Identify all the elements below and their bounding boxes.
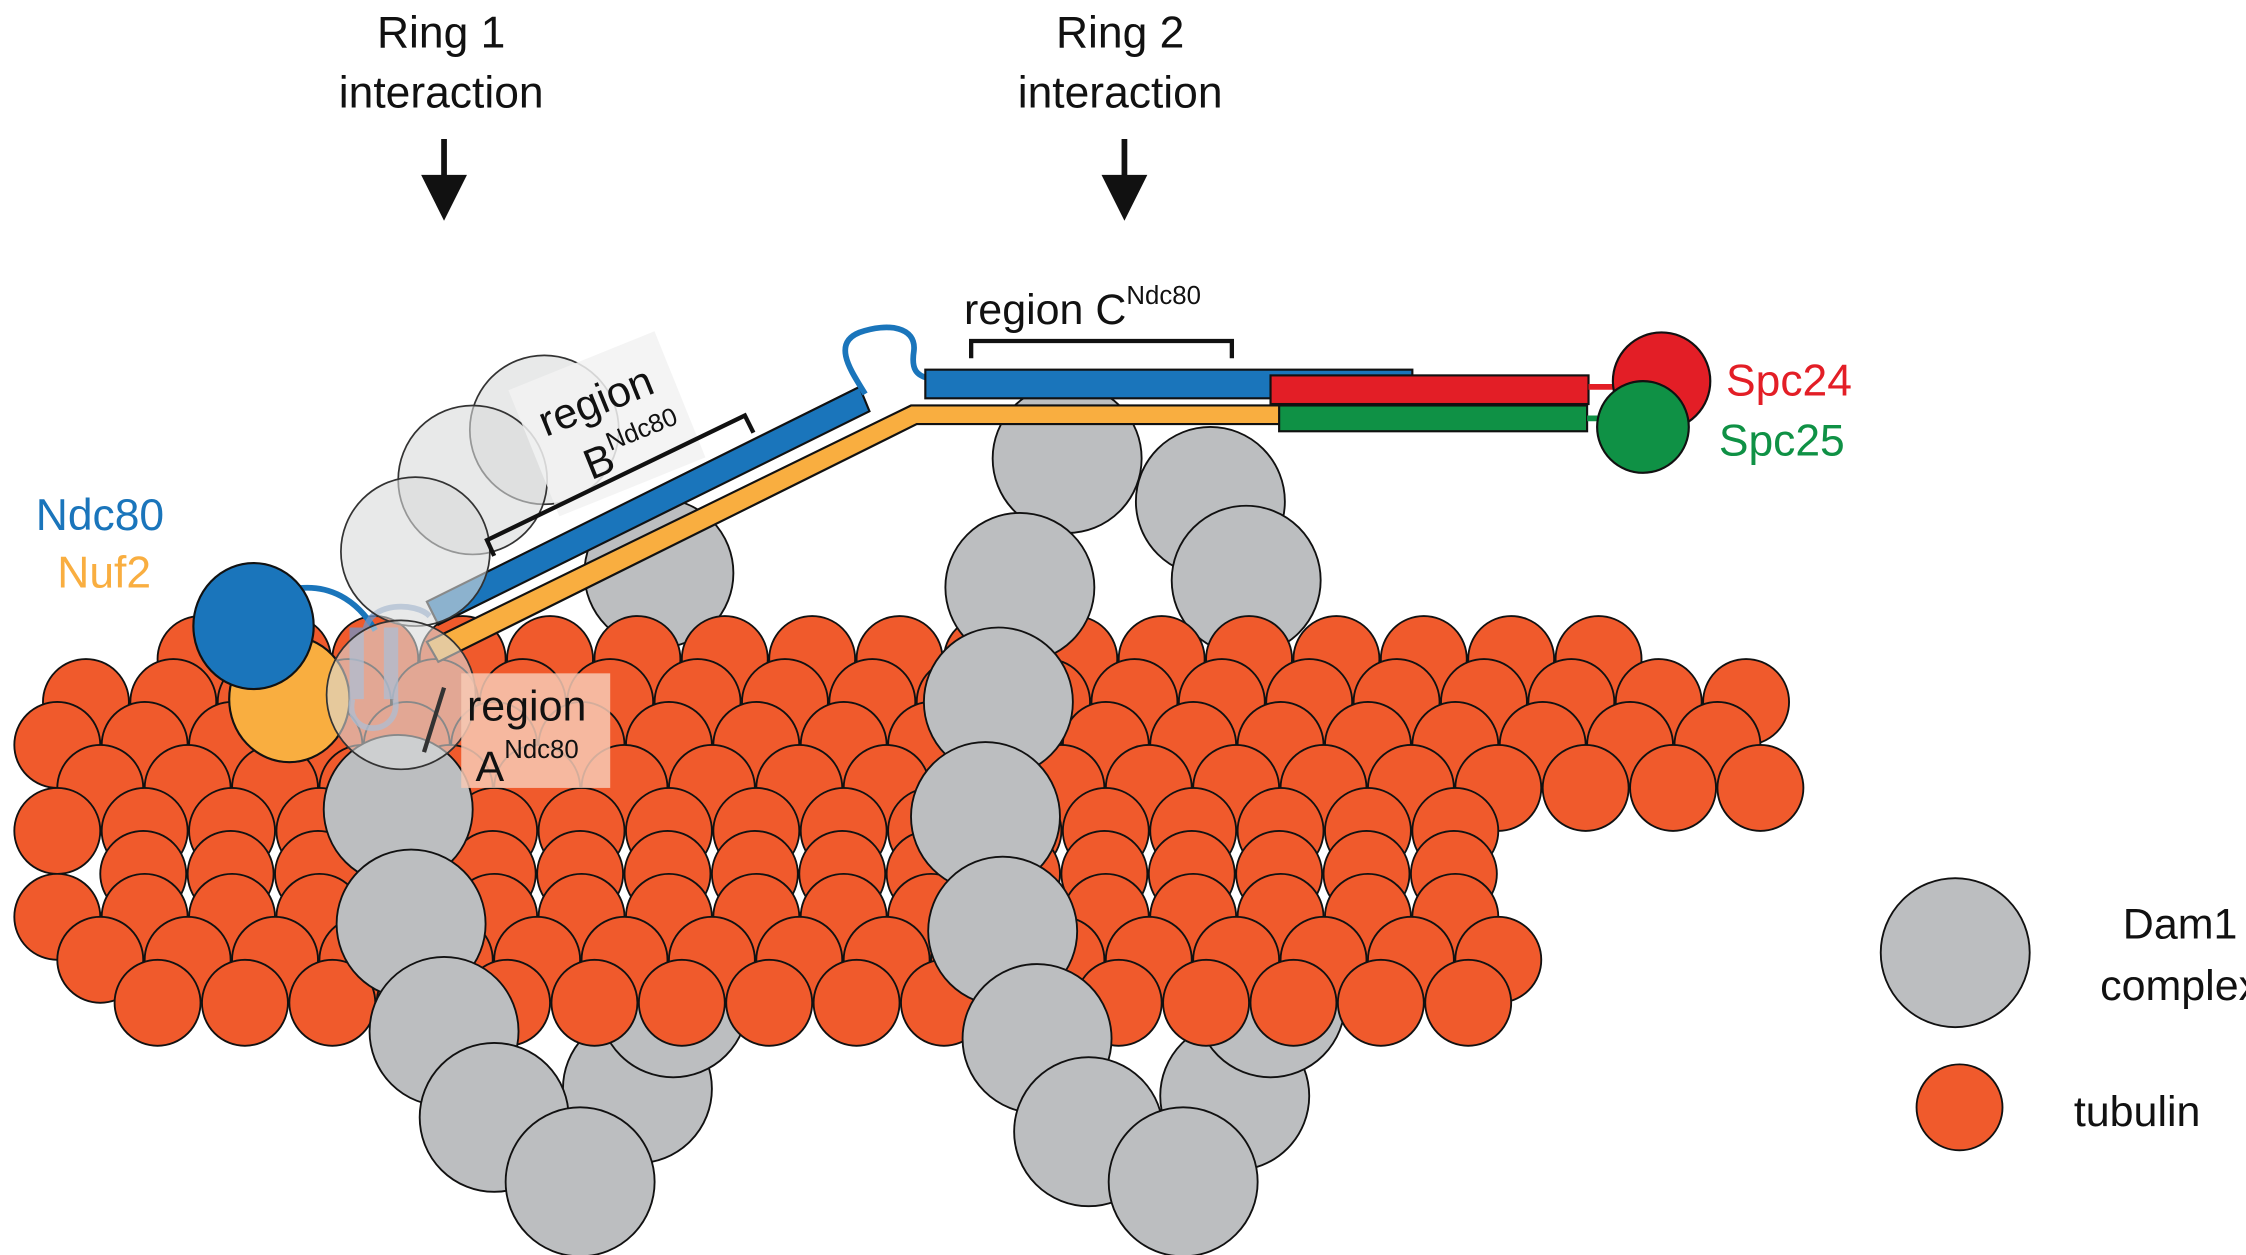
region-c-label: region CNdc80 — [964, 282, 1201, 334]
ring1-label: Ring 1 — [377, 8, 505, 57]
ring1-arrow-icon — [421, 139, 467, 221]
tubulin-circle — [1629, 744, 1717, 832]
spc24-label: Spc24 — [1726, 356, 1852, 405]
spc25-bar — [1278, 404, 1589, 433]
ring2-label: Ring 2 — [1056, 8, 1184, 57]
ndc80-label: Ndc80 — [36, 491, 164, 540]
tubulin-circle — [13, 786, 102, 875]
spc24-bar — [1269, 374, 1590, 406]
tubulin-circle — [725, 958, 814, 1047]
tubulin-circle — [201, 958, 289, 1047]
svg-text:tubulin: tubulin — [2074, 1088, 2201, 1136]
spc25-label: Spc25 — [1719, 417, 1845, 466]
tubulin-circle — [550, 958, 639, 1047]
legend: Dam1 complex tubulin — [1879, 877, 2246, 1152]
tubulin-circle — [812, 958, 901, 1047]
tubulin-circle — [1336, 958, 1425, 1047]
svg-text:interaction: interaction — [339, 69, 544, 118]
dam1-circle-translucent — [325, 619, 477, 771]
tubulin-circle — [1716, 744, 1805, 832]
svg-text:ANdc80: ANdc80 — [476, 736, 579, 791]
tubulin-circle — [1541, 744, 1630, 832]
svg-text:complex: complex — [2100, 962, 2246, 1010]
region-a-label: region — [467, 683, 586, 731]
tubulin-circle — [1424, 958, 1513, 1047]
region-b-bracket — [484, 412, 756, 557]
legend-dam1-swatch — [1879, 877, 2031, 1029]
tubulin-circle — [637, 958, 726, 1047]
spc25-head — [1596, 380, 1690, 474]
svg-text:Dam1: Dam1 — [2123, 900, 2238, 948]
dam1-front-circles — [322, 511, 1259, 1255]
legend-tubulin-swatch — [1915, 1063, 2004, 1152]
ndc80-loop — [842, 324, 929, 396]
dam1-circle-translucent — [340, 476, 491, 627]
tubulin-circle — [1249, 958, 1338, 1047]
dam1-circle — [1107, 1106, 1259, 1255]
tubulin-circle — [1162, 958, 1250, 1047]
dam1-circle — [504, 1106, 656, 1255]
tubulin-circle — [113, 958, 202, 1047]
region-a-bracket — [421, 687, 447, 753]
region-b-label: region BNdc80 — [508, 331, 706, 517]
region-c-bracket — [969, 338, 1235, 359]
svg-text:interaction: interaction — [1018, 69, 1223, 118]
ring2-arrow-icon — [1101, 139, 1148, 221]
ndc80-head — [192, 561, 315, 691]
nuf2-label: Nuf2 — [57, 548, 151, 597]
region-a-box — [461, 673, 611, 788]
